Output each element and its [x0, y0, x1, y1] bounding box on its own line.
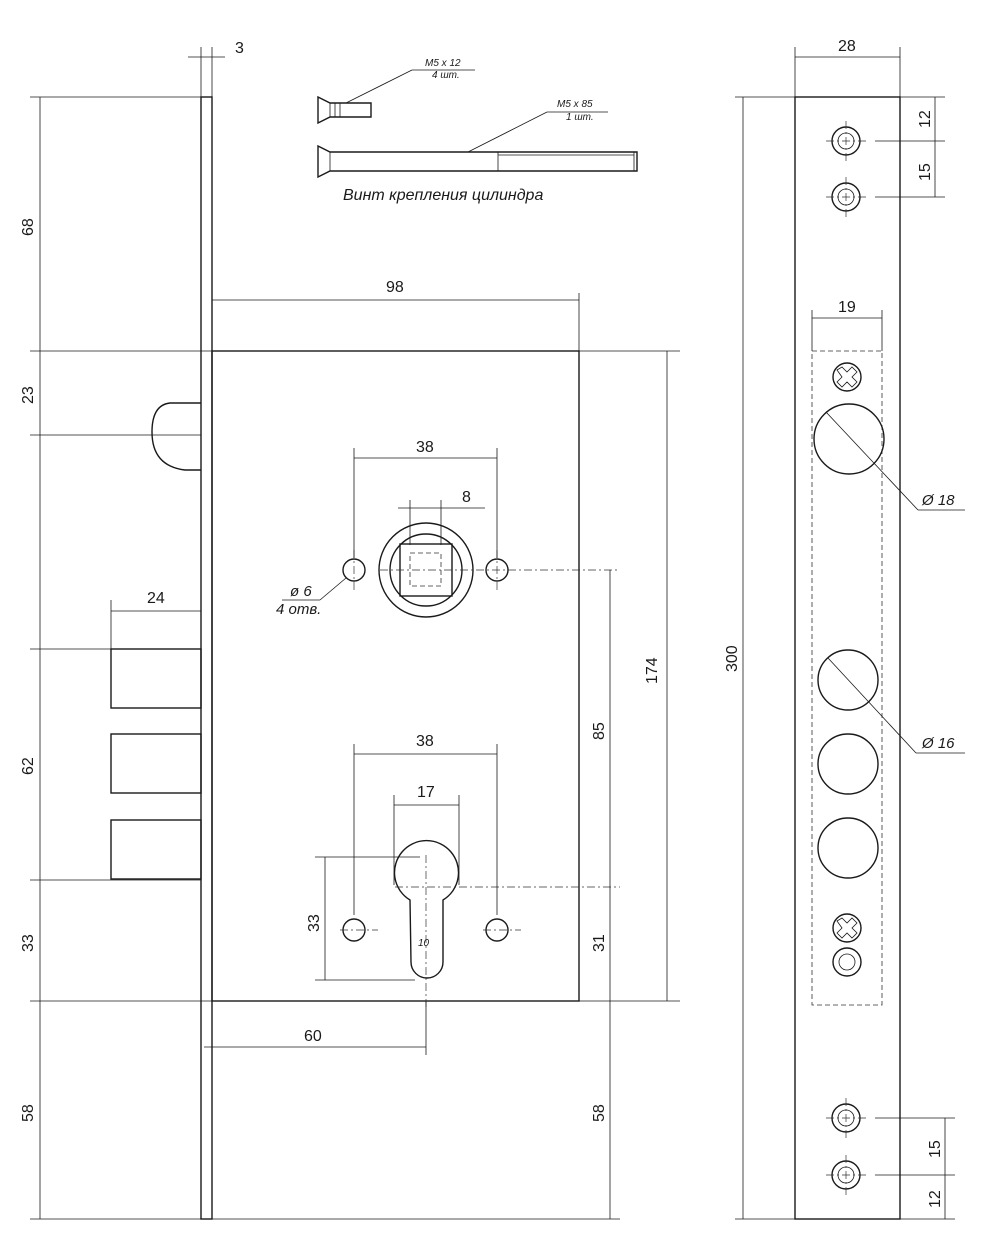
strike-screw-top-2 [826, 177, 866, 217]
long-screw-qty: 1 шт. [566, 112, 594, 123]
dim-bolt-projection [110, 600, 201, 649]
dim-hole-count: 4 отв. [276, 601, 321, 618]
dim-spindle-spacing [353, 448, 498, 558]
strike-screw-top-1 [826, 121, 866, 161]
dim-strike-width [794, 47, 901, 97]
strike-bolt-hole-1 [817, 649, 879, 711]
strike-latch-hole [813, 403, 885, 475]
strike-window-screw-2 [832, 913, 862, 943]
dim-24: 24 [147, 590, 165, 607]
dim-diameter-16: Ø 16 [921, 735, 955, 752]
lock-body [211, 350, 580, 1002]
spindle-hole-right [485, 558, 509, 582]
dim-31: 31 [591, 934, 608, 952]
strike-window-screw-1 [832, 362, 862, 392]
dim-left-chain [30, 96, 212, 1220]
strike-plate [794, 96, 901, 1220]
dim-3: 3 [235, 40, 244, 57]
cylinder-cutout [393, 839, 460, 979]
dim-12-bottom: 12 [927, 1190, 944, 1208]
dim-60: 60 [304, 1028, 322, 1045]
strike-screw-bottom-1 [826, 1098, 866, 1138]
screw-short [317, 69, 475, 125]
dim-15-top: 15 [917, 163, 934, 181]
latch-bolt [151, 402, 201, 471]
dim-85: 85 [591, 722, 608, 740]
short-screw-size: M5 x 12 [425, 58, 461, 69]
dim-cylinder-spacing [353, 744, 498, 915]
dim-cylinder-width [393, 795, 460, 885]
short-screw-qty: 4 шт. [432, 70, 460, 81]
strike-bolt-hole-2 [817, 733, 879, 795]
strike-bolt-hole-3 [817, 817, 879, 879]
dim-23: 23 [20, 386, 37, 404]
spindle-hub [378, 522, 620, 618]
dim-174: 174 [644, 657, 661, 684]
dim-300: 300 [724, 645, 741, 672]
dim-17: 17 [417, 784, 435, 801]
long-screw-size: M5 x 85 [557, 99, 593, 110]
deadbolt-1 [110, 648, 202, 709]
dim-body-right [212, 350, 680, 1220]
dim-hole-diameter: ø 6 [290, 583, 312, 600]
faceplate [200, 96, 213, 1220]
dim-body-width [212, 293, 580, 351]
spindle-hole-left [342, 558, 366, 582]
dim-62: 62 [20, 757, 37, 775]
dim-strike-top [875, 96, 945, 198]
dim-33-left: 33 [20, 934, 37, 952]
dim-38-top: 38 [416, 439, 434, 456]
screw-caption: Винт крепления цилиндра [343, 187, 543, 204]
dim-98: 98 [386, 279, 404, 296]
dim-cylinder-vertical [315, 856, 420, 981]
dim-19: 19 [838, 299, 856, 316]
strike-screw-bottom-2 [826, 1155, 866, 1195]
screw-long [317, 111, 638, 179]
dim-diameter-18: Ø 18 [921, 492, 955, 509]
dim-backset [204, 1001, 427, 1055]
deadbolt-2 [110, 733, 202, 794]
dim-15-bottom: 15 [927, 1140, 944, 1158]
dim-faceplate-thickness [188, 47, 225, 97]
dim-38-bottom: 38 [416, 733, 434, 750]
dim-68: 68 [20, 218, 37, 236]
dim-12-top: 12 [917, 110, 934, 128]
dim-strike-height [735, 96, 795, 1220]
dim-10: 10 [418, 938, 430, 949]
dim-strike-bottom [875, 1117, 955, 1220]
dim-33-cylinder: 33 [306, 914, 323, 932]
dim-28: 28 [838, 38, 856, 55]
dim-58-left: 58 [20, 1104, 37, 1122]
deadbolt-3 [110, 819, 202, 880]
dim-strike-window [811, 310, 883, 351]
strike-window-hole [832, 947, 862, 977]
dim-58-right: 58 [591, 1104, 608, 1122]
strike-window [811, 350, 883, 1006]
dim-8: 8 [462, 489, 471, 506]
dim-spindle-square [398, 500, 485, 545]
